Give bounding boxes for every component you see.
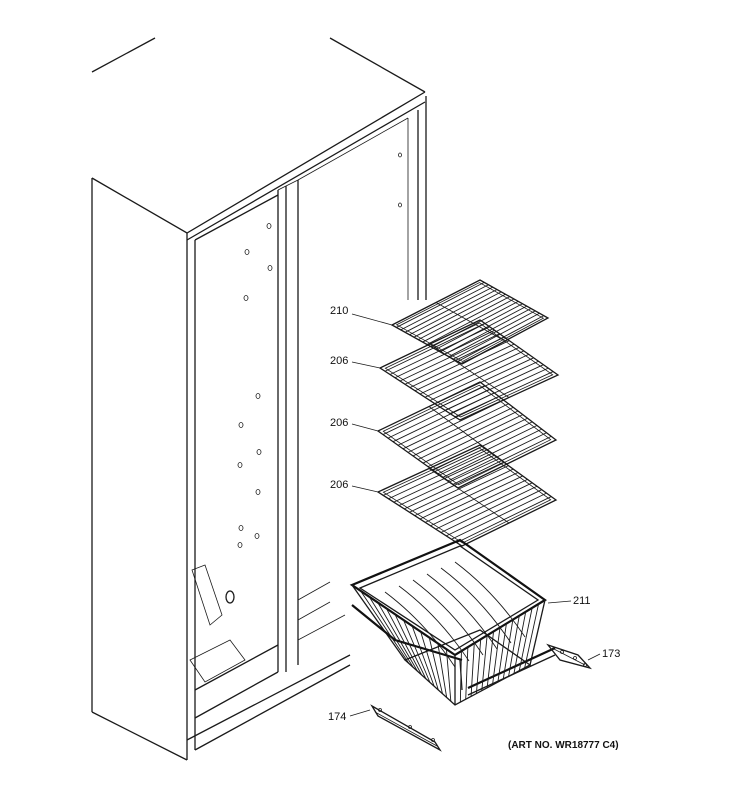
callout-label: 174 <box>328 711 346 723</box>
art-number: (ART NO. WR18777 C4) <box>508 740 619 751</box>
callout-173: 173 <box>587 648 620 661</box>
callout-label: 211 <box>573 595 591 607</box>
callout-206-b: 206 <box>330 417 379 432</box>
callout-206-a: 206 <box>330 355 381 369</box>
callout-211: 211 <box>547 595 591 607</box>
mounting-holes <box>225 152 402 604</box>
wire-shelves <box>376 279 560 547</box>
callout-174: 174 <box>328 709 371 723</box>
freezer-cabinet <box>91 37 427 761</box>
callout-210: 210 <box>330 305 393 326</box>
wire-shelf <box>376 444 558 547</box>
basket-wires <box>360 561 540 703</box>
callout-label: 206 <box>330 417 348 429</box>
slide-rail-right <box>546 643 592 670</box>
slide-rail-left <box>370 704 442 752</box>
callout-206-c: 206 <box>330 479 379 493</box>
freezer-basket <box>349 538 556 706</box>
callout-label: 173 <box>602 648 620 660</box>
callout-label: 206 <box>330 355 348 367</box>
wire-shelf <box>376 381 558 489</box>
callout-label: 206 <box>330 479 348 491</box>
callout-label: 210 <box>330 305 348 317</box>
